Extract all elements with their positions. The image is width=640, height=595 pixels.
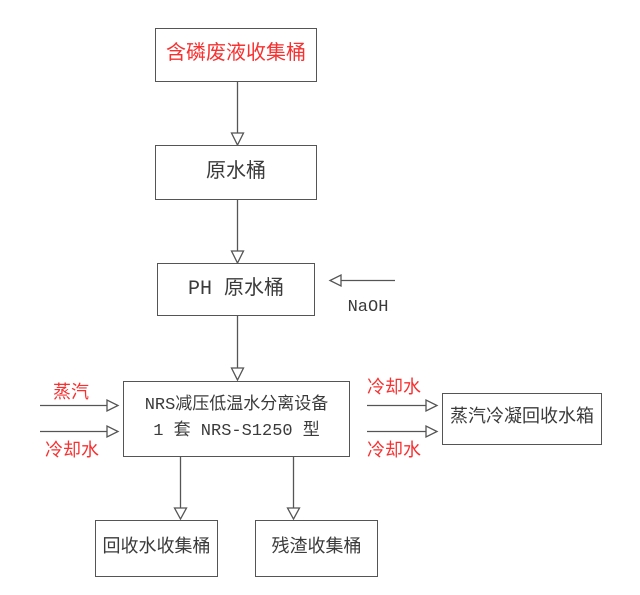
arrow-waste-to-raw xyxy=(230,82,245,147)
box-label: 原水桶 xyxy=(206,160,266,184)
box-ph-raw-water-tank: PH 原水桶 xyxy=(157,263,315,316)
arrow-coolant-right-bottom xyxy=(367,424,439,439)
arrow-right-icon xyxy=(425,424,439,439)
box-label-line1: NRS减压低温水分离设备 xyxy=(144,395,329,415)
arrow-down-icon xyxy=(230,132,245,147)
box-label: 回收水收集桶 xyxy=(102,537,211,558)
arrow-right-icon xyxy=(106,424,120,439)
label-coolant-right-top: 冷却水 xyxy=(367,379,421,399)
box-phosphorus-waste-collection: 含磷废液收集桶 xyxy=(155,28,317,82)
box-label: 残渣收集桶 xyxy=(271,537,362,558)
box-steam-condensate-recovery-tank: 蒸汽冷凝回收水箱 xyxy=(442,393,602,445)
box-label-line2: 1 套 NRS-S1250 型 xyxy=(153,422,320,441)
arrow-right-icon xyxy=(425,398,439,413)
arrow-nrs-to-residue xyxy=(286,457,301,521)
arrow-left-icon xyxy=(328,273,342,288)
arrow-down-icon xyxy=(286,507,301,521)
box-label: 蒸汽冷凝回收水箱 xyxy=(450,408,594,429)
arrow-naoh-in xyxy=(328,273,395,288)
box-raw-water-tank: 原水桶 xyxy=(155,145,317,200)
arrow-down-icon xyxy=(173,507,188,521)
box-label: PH 原水桶 xyxy=(187,277,284,301)
arrow-down-icon xyxy=(230,250,245,265)
label-coolant-in-left: 冷却水 xyxy=(45,442,99,462)
box-label: 含磷废液收集桶 xyxy=(166,43,306,66)
arrow-ph-to-nrs xyxy=(230,316,245,382)
arrow-coolant-in-left xyxy=(40,424,120,439)
arrow-steam-in xyxy=(40,398,120,413)
arrow-raw-to-ph xyxy=(230,200,245,265)
label-steam-in: 蒸汽 xyxy=(53,384,89,404)
arrow-nrs-to-recycle xyxy=(173,457,188,521)
box-residue-collection: 残渣收集桶 xyxy=(255,520,378,577)
label-naoh: NaOH xyxy=(347,298,389,317)
box-recovered-water-collection: 回收水收集桶 xyxy=(95,520,218,577)
arrow-right-icon xyxy=(106,398,120,413)
label-coolant-right-bottom: 冷却水 xyxy=(367,442,421,462)
arrow-coolant-right-top xyxy=(367,398,439,413)
arrow-down-icon xyxy=(230,367,245,382)
box-nrs-separator-unit: NRS减压低温水分离设备 1 套 NRS-S1250 型 xyxy=(123,381,350,457)
